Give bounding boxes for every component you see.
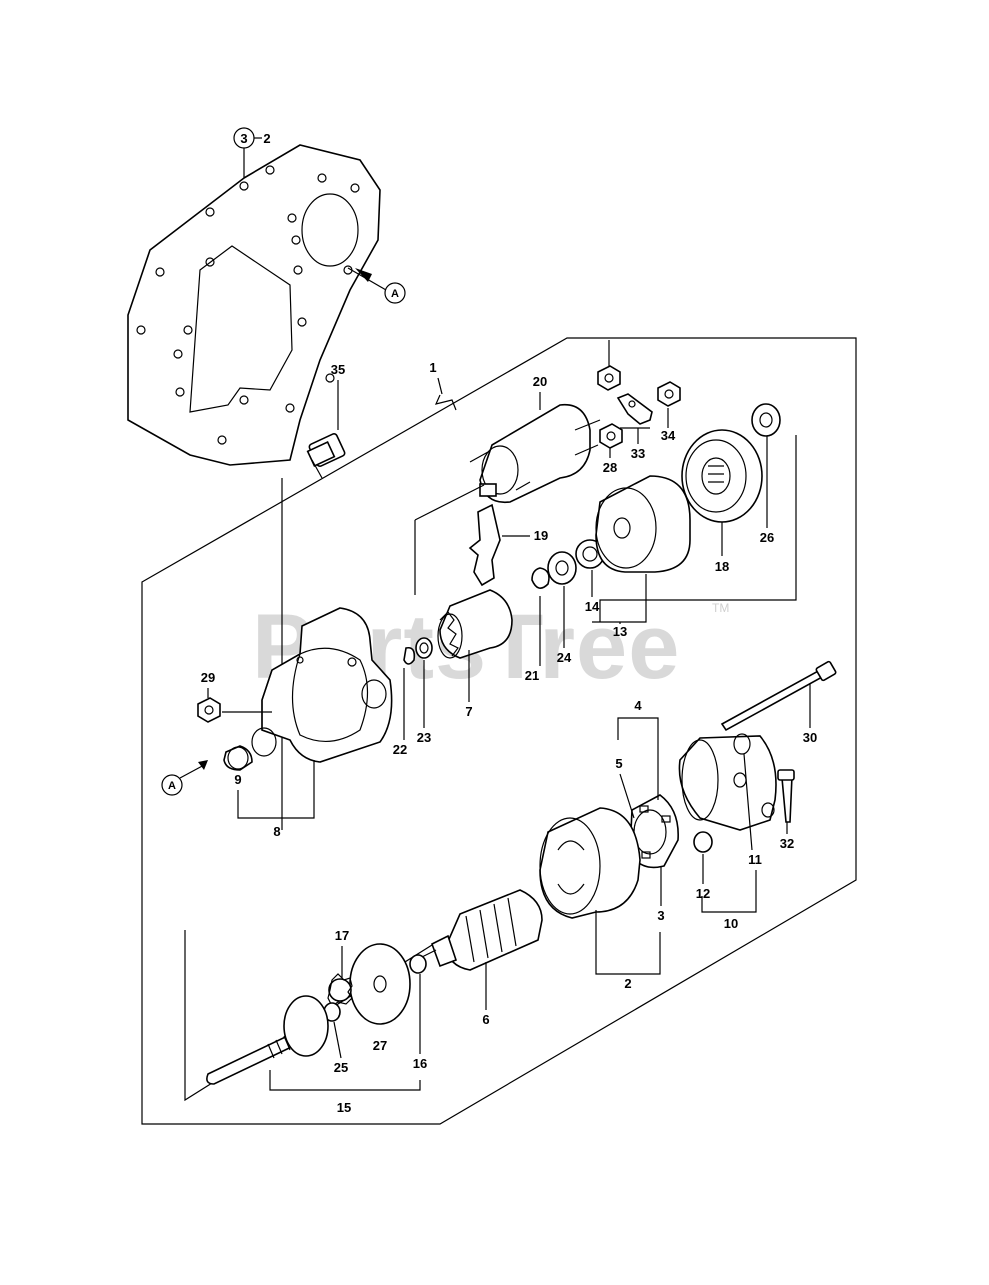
callout-label[interactable]: 25 [334,1060,348,1075]
callout-label[interactable]: 15 [337,1100,351,1115]
rear-cover-part-10[interactable] [678,733,777,831]
callout-label[interactable]: 13 [613,624,627,639]
callout-label[interactable]: 12 [696,886,710,901]
snap-ring-part-22[interactable] [403,646,416,665]
armature-part-6[interactable] [415,889,543,971]
callout-label[interactable]: 2 [624,976,631,991]
cap-part-12[interactable] [693,831,713,853]
snap-ring-part-21[interactable] [531,567,550,589]
callout-label[interactable]: 3 [240,131,247,146]
nut-part-34[interactable] [657,381,681,407]
callout-label[interactable]: 5 [615,756,622,771]
bearing-part-18[interactable] [681,429,763,523]
plate-part-27[interactable] [349,943,411,1025]
callout-label[interactable]: 28 [603,460,617,475]
callout-label[interactable]: 2 [263,131,270,146]
callout-label[interactable]: 33 [631,446,645,461]
callout-label[interactable]: 3 [657,908,664,923]
callout-label[interactable]: 23 [417,730,431,745]
callout-label[interactable]: 34 [661,428,676,443]
callout-label[interactable]: 26 [760,530,774,545]
washer-part-24[interactable] [547,551,577,585]
plug-part-9[interactable] [223,745,253,771]
callout-label[interactable]: 24 [557,650,572,665]
yoke-part-13[interactable] [595,475,691,573]
washer-part-26[interactable] [751,403,781,437]
callout-label[interactable]: 6 [482,1012,489,1027]
through-bolt-part-30[interactable] [720,660,837,732]
assembly-outline [141,337,857,1125]
callout-label[interactable]: 19 [534,528,548,543]
callout-label[interactable]: 11 [748,852,762,867]
watermark-trademark: TM [712,601,729,615]
bolt-part-35[interactable] [306,432,346,479]
callout-label[interactable]: 32 [780,836,794,851]
shift-lever-part-19[interactable] [468,503,501,587]
nut-part[interactable] [597,365,621,391]
callout-label[interactable]: 29 [201,670,215,685]
callout-label[interactable]: 35 [331,362,345,377]
callout-label[interactable]: 10 [724,916,738,931]
callout-label[interactable]: 16 [413,1056,427,1071]
callout-label[interactable]: 8 [273,824,280,839]
screw-part-32[interactable] [777,769,795,823]
callout-label[interactable]: 30 [803,730,817,745]
reference-marker-a[interactable] [161,774,183,796]
bearing-part-16[interactable] [409,954,427,974]
callout-label[interactable]: 1 [429,360,436,375]
reference-marker-label: A [391,288,399,300]
callout-label[interactable]: 27 [373,1038,387,1053]
callout-label[interactable]: 14 [585,599,600,614]
field-yoke-part-2[interactable] [539,807,641,919]
callout-label[interactable]: 21 [525,668,539,683]
nut-part-28[interactable] [599,423,623,449]
callout-label[interactable]: 4 [634,698,642,713]
callout-label[interactable]: 20 [533,374,547,389]
callout-label[interactable]: 7 [465,704,472,719]
callout-label[interactable]: 17 [335,928,349,943]
nut-part-29[interactable] [197,697,221,723]
reference-marker-a[interactable] [384,282,406,304]
gasket-plate-part[interactable] [127,144,381,466]
reference-marker-label: A [168,780,176,792]
solenoid-part-20[interactable] [469,403,601,504]
callout-label[interactable]: 9 [234,772,241,787]
ring-part-23[interactable] [415,637,433,659]
pinion-clutch-part-7[interactable] [437,589,513,659]
gear-part-17[interactable] [327,973,353,1007]
callout-label[interactable]: 22 [393,742,407,757]
shaft-part-15[interactable] [206,995,329,1085]
gear-housing-part-8[interactable] [251,607,393,763]
callout-label[interactable]: 18 [715,559,729,574]
bracket-part-33[interactable] [616,393,653,425]
